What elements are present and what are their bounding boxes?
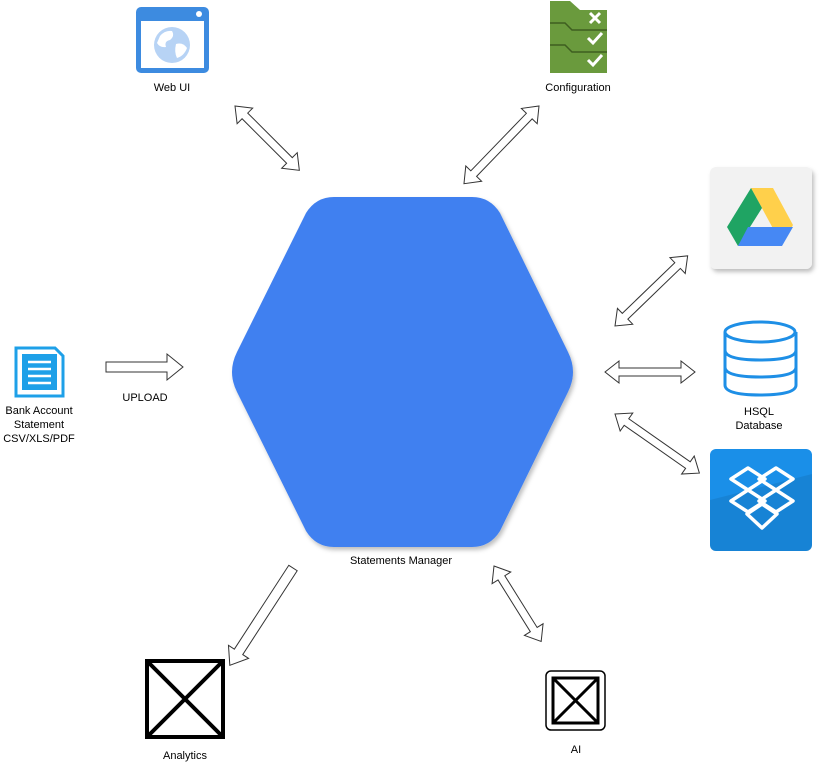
edge-analytics (227, 564, 298, 666)
statements-manager-label: Statements Manager (350, 555, 452, 567)
google-drive-icon (710, 167, 812, 269)
upload-arrow (105, 352, 184, 382)
edge-configuration (463, 105, 540, 185)
edge-web-ui (234, 105, 300, 171)
statements-manager-hexagon[interactable] (232, 197, 573, 547)
ai-label: AI (571, 744, 581, 756)
google-drive-node[interactable] (710, 167, 812, 269)
configuration-node[interactable]: Configuration (545, 1, 611, 94)
edge-hsql-database (604, 359, 696, 385)
analytics-label: Analytics (163, 750, 208, 762)
upload-label: UPLOAD (122, 392, 167, 404)
hsql-database-node[interactable]: HSQL Database (723, 320, 798, 432)
dropbox-icon (710, 449, 812, 551)
double-arrow-configuration (463, 105, 540, 185)
edge-ai (491, 565, 544, 643)
dropbox-node[interactable] (710, 449, 812, 551)
placeholder-icon (545, 670, 606, 731)
double-arrow-hsql (604, 359, 696, 385)
ai-node[interactable]: AI (545, 670, 606, 756)
statement-label-line3: CSV/XLS/PDF (3, 433, 75, 445)
arrow-to-analytics (227, 564, 298, 666)
placeholder-icon (145, 659, 225, 739)
double-arrow-dropbox (614, 412, 701, 475)
double-arrow-google-drive (614, 255, 689, 327)
web-ui-label: Web UI (154, 82, 190, 94)
double-arrow-web-ui (234, 105, 300, 171)
checklist-folder-icon (550, 1, 607, 73)
statement-label-line2: Statement (14, 419, 64, 431)
database-icon (723, 320, 798, 397)
edge-upload: UPLOAD (105, 352, 184, 404)
statements-manager-node[interactable]: Statements Manager (232, 197, 573, 567)
edge-google-drive (614, 255, 689, 327)
hsql-label-line1: HSQL (744, 406, 774, 418)
browser-globe-icon (136, 7, 209, 73)
double-arrow-ai (491, 565, 544, 643)
statement-label-line1: Bank Account (5, 405, 72, 417)
web-ui-node[interactable]: Web UI (136, 7, 209, 94)
hsql-label-line2: Database (735, 420, 782, 432)
document-icon (14, 346, 65, 398)
edge-dropbox (614, 412, 701, 475)
configuration-label: Configuration (545, 82, 610, 94)
bank-statement-node[interactable]: Bank Account Statement CSV/XLS/PDF (3, 346, 75, 445)
analytics-node[interactable]: Analytics (145, 659, 225, 762)
